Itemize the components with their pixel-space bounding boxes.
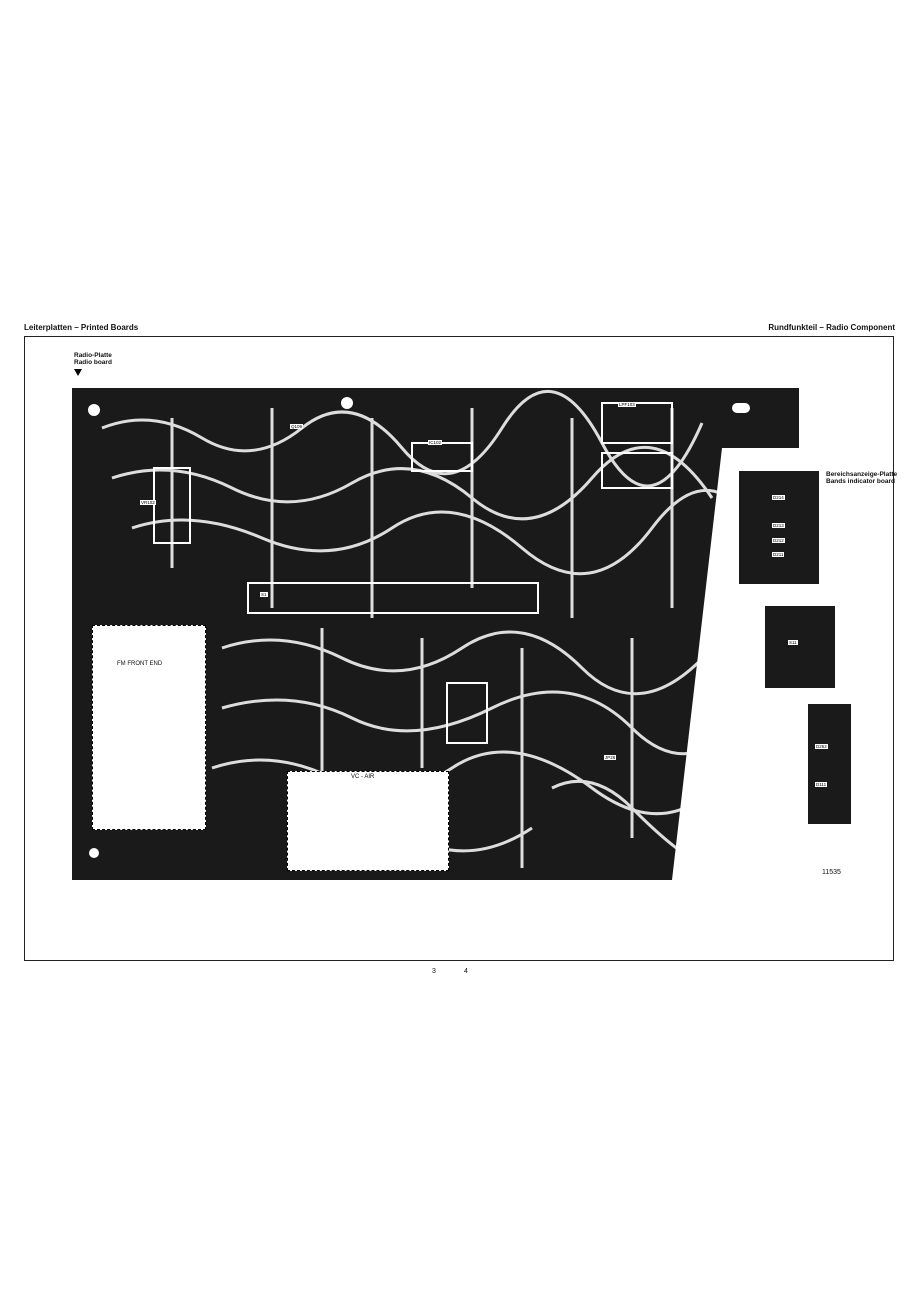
- component-label: LPF103: [618, 402, 636, 407]
- page-number-left: 3: [432, 968, 436, 975]
- led-pcb: [808, 704, 851, 824]
- component-label: D262: [815, 744, 828, 749]
- component-label: JP26: [604, 755, 617, 760]
- header-left-title: Leiterplatten – Printed Boards: [24, 323, 139, 332]
- component-label: IC102: [428, 440, 443, 445]
- fm-front-end-label: FM FRONT END: [117, 661, 163, 667]
- bands-board-label: Bereichsanzeige-Platte Bands indicator b…: [826, 471, 897, 485]
- component-label: VR102: [140, 500, 156, 505]
- vc-air-area: VC - AIR: [287, 771, 449, 871]
- radio-board-label-de: Radio-Platte: [74, 352, 112, 359]
- component-label: D213: [772, 523, 785, 528]
- drawing-code: 11535: [822, 869, 841, 876]
- component-label: D211: [772, 552, 785, 557]
- vc-air-label: VC - AIR: [351, 774, 375, 780]
- radio-board-label-en: Radio board: [74, 359, 112, 366]
- pointer-arrow-icon: [74, 369, 82, 376]
- component-label: D214: [772, 495, 785, 500]
- page-number-right: 4: [464, 968, 468, 975]
- component-label: D212: [772, 538, 785, 543]
- switch-pcb: [765, 606, 835, 688]
- radio-board-label: Radio-Platte Radio board: [74, 352, 112, 366]
- header-right-title: Rundfunkteil – Radio Component: [768, 323, 895, 332]
- drawing-frame: [24, 336, 894, 961]
- bands-board-label-de: Bereichsanzeige-Platte: [826, 471, 898, 478]
- component-label: Q109: [290, 424, 304, 429]
- component-label: D111: [815, 782, 828, 787]
- bands-board-label-en: Bands indicator board: [826, 478, 895, 485]
- fm-front-end-area: FM FRONT END: [92, 625, 206, 830]
- component-label: S1: [260, 592, 268, 597]
- component-label: S11: [788, 640, 798, 645]
